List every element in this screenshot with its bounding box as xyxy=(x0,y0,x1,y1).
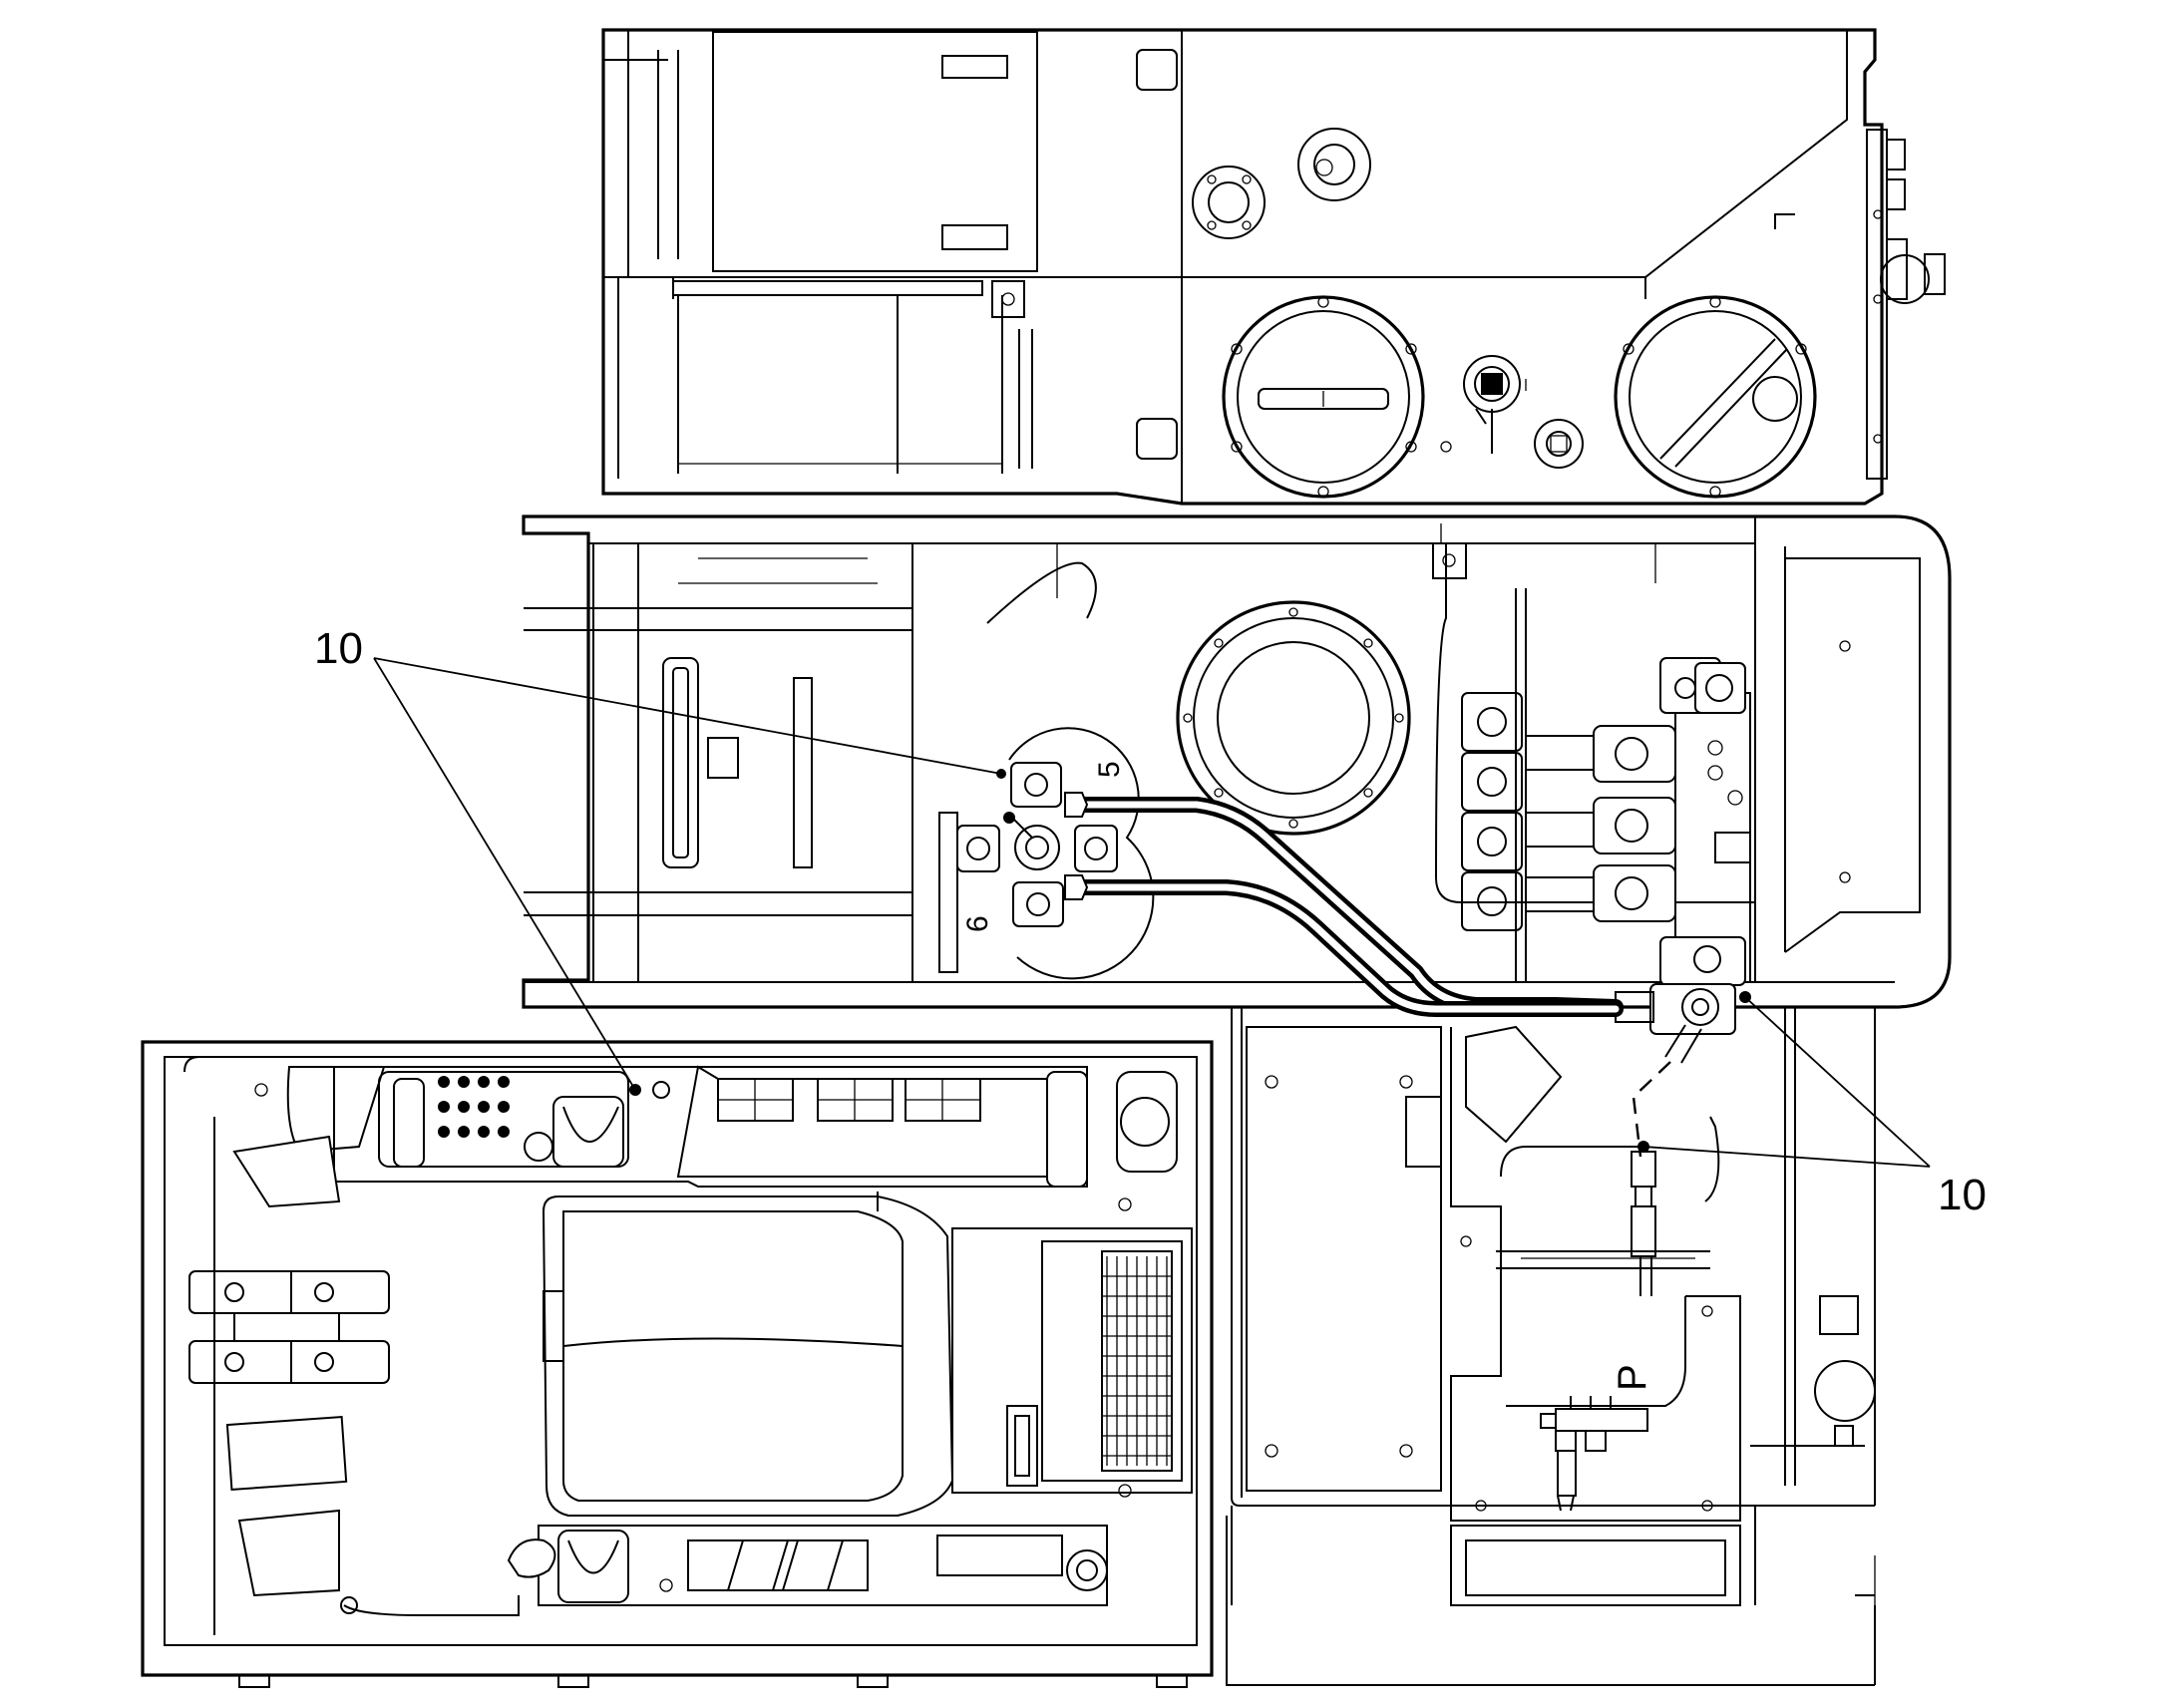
lower-right-deck xyxy=(1231,1007,1876,1615)
callout-label: 10 xyxy=(1938,1171,1987,1219)
callout-10-left: 10 xyxy=(314,624,1002,1091)
upper-engine-module xyxy=(601,28,1946,506)
cooler-grille xyxy=(1102,1256,1172,1466)
control-valve-bank xyxy=(1461,657,1751,1003)
hydraulic-hoses xyxy=(1064,792,1624,1017)
callout-10-right: 10 xyxy=(1642,996,1987,1219)
switch-panel xyxy=(438,1076,510,1138)
middle-chassis xyxy=(522,514,1952,1009)
port-mark-p: P xyxy=(1611,1364,1654,1391)
operator-cab xyxy=(141,1040,1214,1688)
callout-label: 10 xyxy=(314,624,363,673)
rotary-joint xyxy=(938,727,1155,980)
lower-frame-outline xyxy=(1226,1516,1876,1686)
p-line-fitting xyxy=(1615,983,1736,1296)
pedal-plates xyxy=(188,1270,390,1384)
port-mark-5: 5 xyxy=(1093,761,1126,778)
port-mark-6: 6 xyxy=(961,915,994,932)
